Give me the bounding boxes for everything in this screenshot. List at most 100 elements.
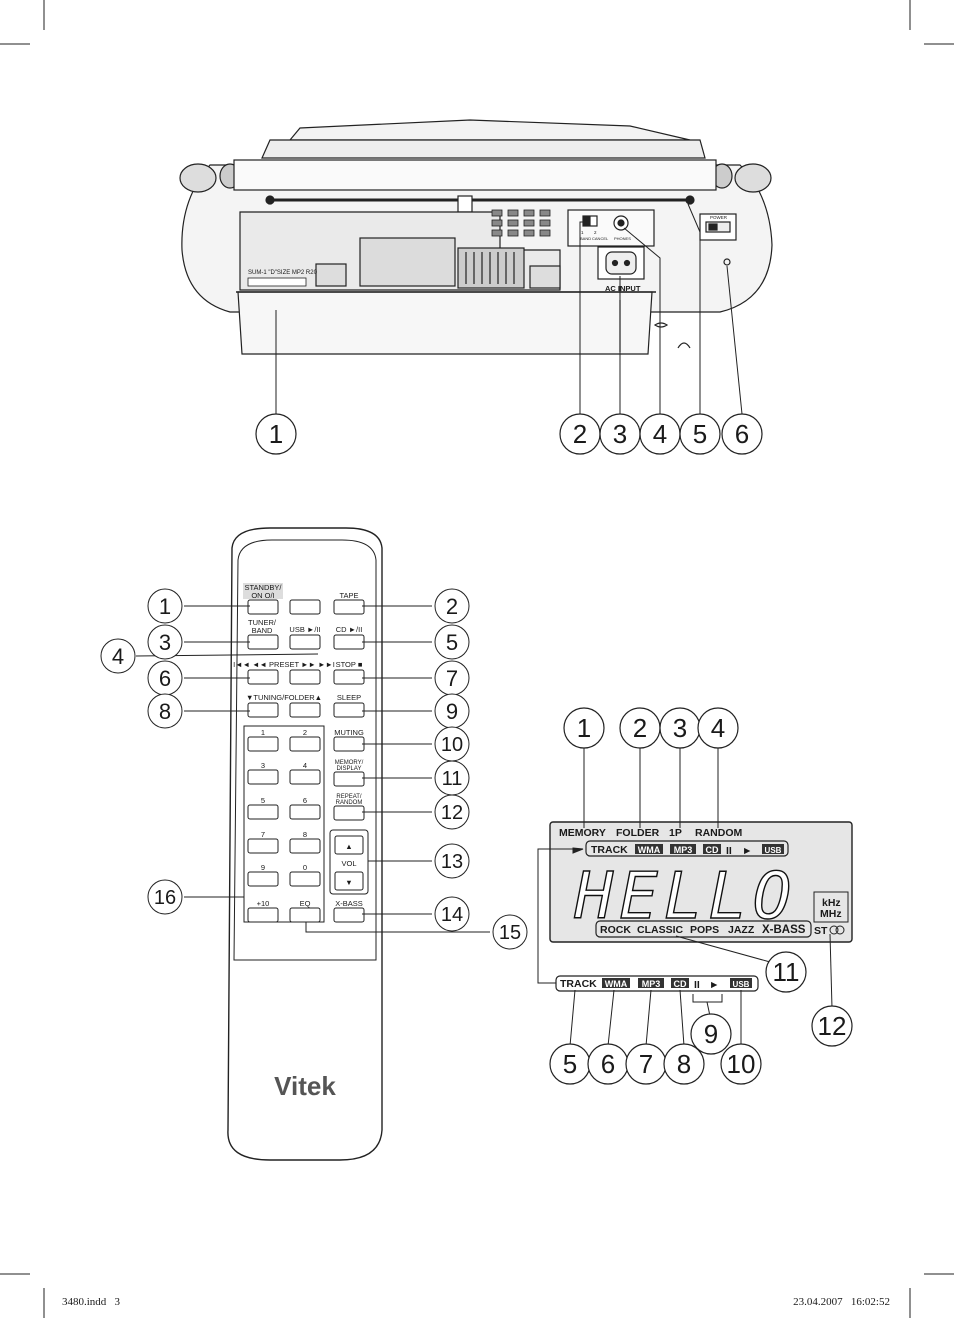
standby-button[interactable] bbox=[247, 599, 279, 615]
xbass-button[interactable] bbox=[333, 907, 365, 923]
detail-cd: CD bbox=[674, 979, 687, 989]
footer-file: 3480.indd 3 bbox=[62, 1296, 121, 1308]
tape-label: TAPE bbox=[339, 591, 358, 600]
lcd-folder: FOLDER bbox=[616, 827, 660, 839]
svg-text:4: 4 bbox=[303, 761, 307, 770]
plus10-button[interactable] bbox=[247, 907, 279, 923]
tuning-down-button[interactable] bbox=[247, 702, 279, 718]
cancel-label: CANCEL bbox=[592, 236, 609, 241]
lcd-stereo: ST bbox=[814, 925, 828, 937]
usb-play-pause-button[interactable] bbox=[289, 634, 321, 650]
svg-text:1: 1 bbox=[577, 713, 591, 743]
svg-text:6: 6 bbox=[601, 1049, 615, 1079]
sleep-label: SLEEP bbox=[337, 693, 361, 702]
number-key-7[interactable] bbox=[247, 838, 279, 854]
svg-text:4: 4 bbox=[711, 713, 725, 743]
svg-text:2: 2 bbox=[573, 419, 587, 449]
switch-position-2: 2 bbox=[594, 230, 597, 235]
svg-text:ON O/I: ON O/I bbox=[251, 591, 274, 600]
lcd-indicator-strip-detail: TRACK WMA MP3 CD II ► USB bbox=[555, 975, 759, 992]
lcd-usb: USB bbox=[765, 846, 782, 855]
stop-button[interactable] bbox=[333, 669, 365, 685]
lcd-wma: WMA bbox=[638, 845, 661, 855]
preset-label: I◄◄ ◄◄ PRESET ►► ►►I bbox=[233, 660, 335, 669]
remote-callout-16: 16 bbox=[147, 879, 183, 915]
muting-button[interactable] bbox=[333, 736, 365, 752]
blank-button[interactable] bbox=[289, 599, 321, 615]
number-key-9[interactable] bbox=[247, 871, 279, 887]
eq-button[interactable] bbox=[289, 907, 321, 923]
lcd-pops: POPS bbox=[690, 924, 719, 936]
number-key-1[interactable] bbox=[247, 736, 279, 752]
lcd-callout-5: 5 bbox=[549, 1043, 591, 1085]
svg-text:0: 0 bbox=[303, 863, 307, 872]
rear-callout-6: 6 bbox=[721, 413, 763, 455]
lcd-mhz: MHz bbox=[820, 908, 842, 920]
lcd-callout-7: 7 bbox=[625, 1043, 667, 1085]
standby-button-group[interactable]: STANDBY/ ON O/I bbox=[243, 583, 283, 615]
preset-prev-button[interactable] bbox=[247, 669, 279, 685]
vol-up-button[interactable] bbox=[334, 835, 364, 855]
vol-down-button[interactable] bbox=[334, 871, 364, 891]
lcd-rock: ROCK bbox=[600, 924, 631, 936]
repeat-random-button[interactable] bbox=[333, 805, 365, 821]
svg-text:5: 5 bbox=[693, 419, 707, 449]
svg-text:7: 7 bbox=[639, 1049, 653, 1079]
lcd-cd: CD bbox=[706, 845, 719, 855]
svg-text:14: 14 bbox=[441, 904, 463, 926]
svg-text:12: 12 bbox=[818, 1011, 847, 1041]
svg-text:4: 4 bbox=[112, 644, 124, 669]
tape-button-group[interactable]: TAPE bbox=[333, 591, 365, 615]
detail-track: TRACK bbox=[560, 978, 597, 990]
tape-button[interactable] bbox=[333, 599, 365, 615]
svg-text:5: 5 bbox=[563, 1049, 577, 1079]
svg-text:10: 10 bbox=[727, 1049, 756, 1079]
preset-next-button[interactable] bbox=[289, 669, 321, 685]
sleep-button[interactable] bbox=[333, 702, 365, 718]
power-label: POWER bbox=[710, 215, 728, 220]
lcd-callout-11: 11 bbox=[765, 951, 807, 993]
lcd-track: TRACK bbox=[591, 844, 628, 856]
unit-rear-illustration bbox=[179, 119, 773, 355]
memory-display-button[interactable] bbox=[333, 771, 365, 787]
lcd-main-text: HELLO bbox=[574, 860, 798, 934]
number-key-3[interactable] bbox=[247, 769, 279, 785]
rear-callout-5: 5 bbox=[679, 413, 721, 455]
stop-label: STOP ■ bbox=[336, 660, 363, 669]
rear-panel-labels: SUM-1 "D"SIZE MP2 R20 AC INPUT POWER 1 2… bbox=[248, 215, 728, 293]
lcd-xbass: X-BASS bbox=[762, 924, 806, 936]
cd-label: CD ►/II bbox=[336, 625, 363, 634]
svg-text:STANDBY/: STANDBY/ bbox=[245, 583, 283, 592]
number-key-2[interactable] bbox=[289, 736, 321, 752]
svg-text:RANDOM: RANDOM bbox=[336, 800, 363, 806]
rear-callout-4: 4 bbox=[639, 413, 681, 455]
cd-play-pause-button[interactable] bbox=[333, 634, 365, 650]
xbass-label: X-BASS bbox=[335, 899, 363, 908]
lcd-callout-9: 9 bbox=[690, 1013, 732, 1055]
number-key-4[interactable] bbox=[289, 769, 321, 785]
number-key-8[interactable] bbox=[289, 838, 321, 854]
remote-callout-7: 7 bbox=[434, 660, 470, 696]
lcd-classic: CLASSIC bbox=[637, 924, 684, 936]
svg-text:▼: ▼ bbox=[345, 878, 352, 887]
muting-label: MUTING bbox=[334, 728, 364, 737]
number-key-5[interactable] bbox=[247, 804, 279, 820]
number-key-6[interactable] bbox=[289, 804, 321, 820]
svg-text:11: 11 bbox=[442, 768, 463, 790]
svg-text:TUNER/: TUNER/ bbox=[248, 618, 277, 627]
lcd-play: ► bbox=[742, 845, 752, 857]
svg-text:3: 3 bbox=[673, 713, 687, 743]
tuning-up-button[interactable] bbox=[289, 702, 321, 718]
number-pad: 1 2 3 4 5 6 7 8 9 0 bbox=[247, 728, 321, 887]
tuner-band-button[interactable] bbox=[247, 634, 279, 650]
vent-grille bbox=[491, 209, 551, 237]
eq-label: EQ bbox=[300, 899, 311, 908]
svg-text:2: 2 bbox=[633, 713, 647, 743]
svg-text:11: 11 bbox=[773, 957, 800, 987]
lcd-callouts: 1 2 3 4 11 12 5 6 7 8 9 10 bbox=[549, 707, 853, 1085]
number-key-0[interactable] bbox=[289, 871, 321, 887]
remote-callout-6: 6 bbox=[147, 660, 183, 696]
svg-text:3: 3 bbox=[159, 630, 171, 655]
svg-text:16: 16 bbox=[154, 887, 176, 909]
